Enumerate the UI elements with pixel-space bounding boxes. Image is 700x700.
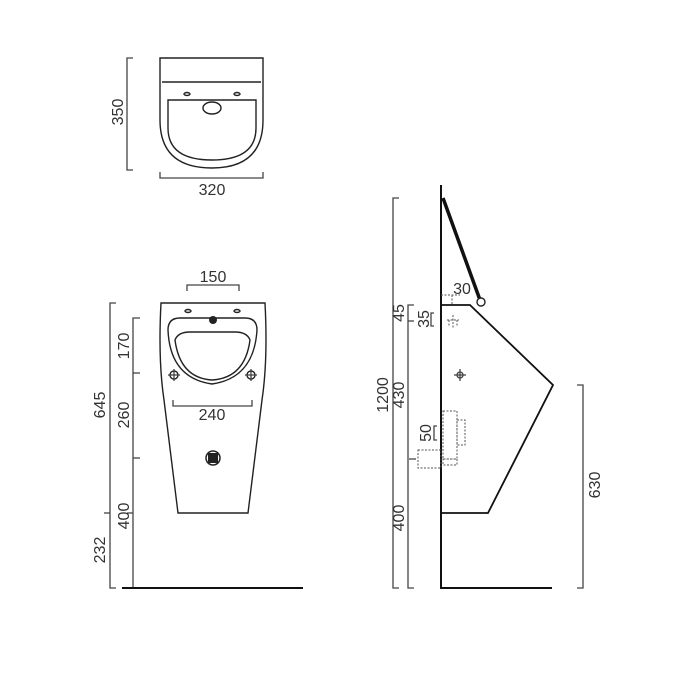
dimension-645: [109, 302, 116, 589]
label-45: 45: [391, 304, 408, 322]
drain-icon: [205, 450, 221, 466]
fixing-cross-icon: [168, 369, 180, 381]
label-150: 150: [200, 269, 227, 286]
side-view: 1200 45 430 400 35 30 50 630: [375, 185, 604, 589]
label-35: 35: [416, 310, 433, 328]
dimension-240: [172, 400, 253, 407]
label-400: 400: [116, 503, 133, 530]
fixing-cross-icon: [454, 369, 466, 381]
dimension-630: [577, 384, 584, 589]
dimension-1200: [392, 197, 399, 589]
label-260: 260: [116, 402, 133, 429]
label-50: 50: [418, 424, 435, 442]
fixing-cross-icon: [245, 369, 257, 381]
label-170: 170: [116, 333, 133, 360]
dimension-350: [126, 57, 133, 171]
label-232: 232: [92, 537, 109, 564]
label-400: 400: [391, 505, 408, 532]
label-350: 350: [110, 99, 127, 126]
label-630: 630: [587, 472, 604, 499]
top-view: 350 320: [110, 57, 264, 199]
label-1200: 1200: [375, 377, 392, 413]
dimension-50: [433, 425, 437, 441]
side-view-outline: [441, 304, 555, 514]
lid: [441, 197, 482, 301]
label-240: 240: [199, 407, 226, 424]
inlet-hole: [209, 316, 217, 324]
dimension-inner: [132, 317, 140, 588]
label-430: 430: [391, 382, 408, 409]
dimension-150: [186, 284, 240, 291]
label-30: 30: [453, 281, 471, 298]
dimension-inner: [407, 304, 414, 589]
label-320: 320: [199, 182, 226, 199]
label-645: 645: [92, 392, 109, 419]
dimension-320: [159, 172, 264, 179]
inlet-hole: [202, 101, 222, 115]
front-view: 150 240 645 232 170 260 400: [92, 269, 303, 589]
dimension-35: [430, 312, 434, 327]
